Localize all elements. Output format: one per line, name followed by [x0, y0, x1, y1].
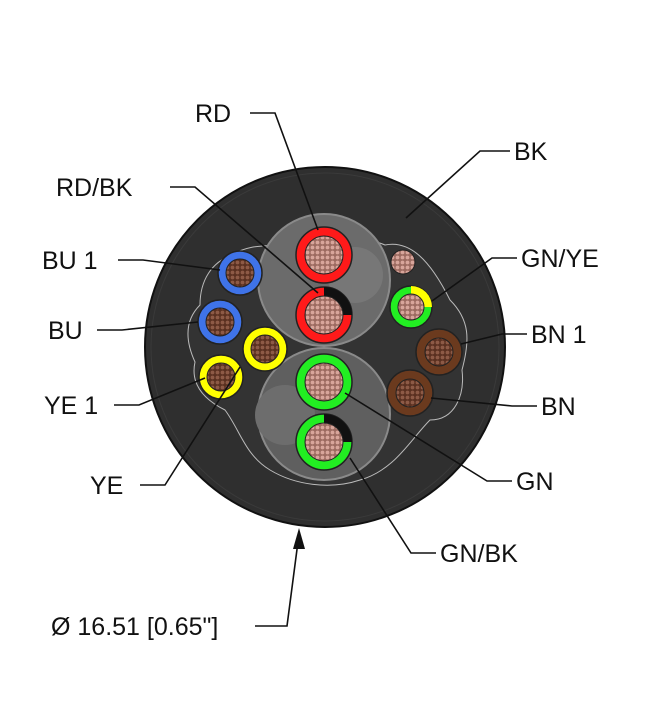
- label-bu: BU: [48, 317, 83, 345]
- conductor-gn: [295, 353, 353, 411]
- conductor-bn: [386, 369, 434, 417]
- label-diameter: Ø 16.51 [0.65"]: [51, 613, 218, 641]
- conductor-rd-bk: [295, 286, 353, 344]
- drain-wire: [390, 249, 416, 275]
- conductor-bu-1: [217, 250, 263, 296]
- conductor-gn-ye: [389, 285, 433, 329]
- dimension-arrowhead: [293, 528, 305, 549]
- conductor-rd: [295, 226, 353, 284]
- label-rd: RD: [195, 100, 231, 128]
- conductor-bn-1: [415, 328, 463, 376]
- label-gn: GN: [516, 468, 554, 496]
- conductor-ye-a: [242, 326, 288, 372]
- conductor-gn-bk: [295, 413, 353, 471]
- label-bn: BN: [541, 393, 576, 421]
- label-rd-bk: RD/BK: [56, 174, 133, 202]
- leader-lines: [97, 112, 537, 627]
- label-bk: BK: [514, 138, 548, 166]
- label-bu-1: BU 1: [42, 247, 98, 275]
- label-gn-bk: GN/BK: [440, 540, 518, 568]
- label-bn-1: BN 1: [531, 321, 587, 349]
- jacket-inner-edge: [150, 172, 500, 522]
- conductor-ye-1: [198, 354, 244, 400]
- conductor-bu: [197, 299, 243, 345]
- label-ye-1: YE 1: [44, 392, 98, 420]
- label-gn-ye: GN/YE: [521, 245, 599, 273]
- label-ye: YE: [90, 472, 123, 500]
